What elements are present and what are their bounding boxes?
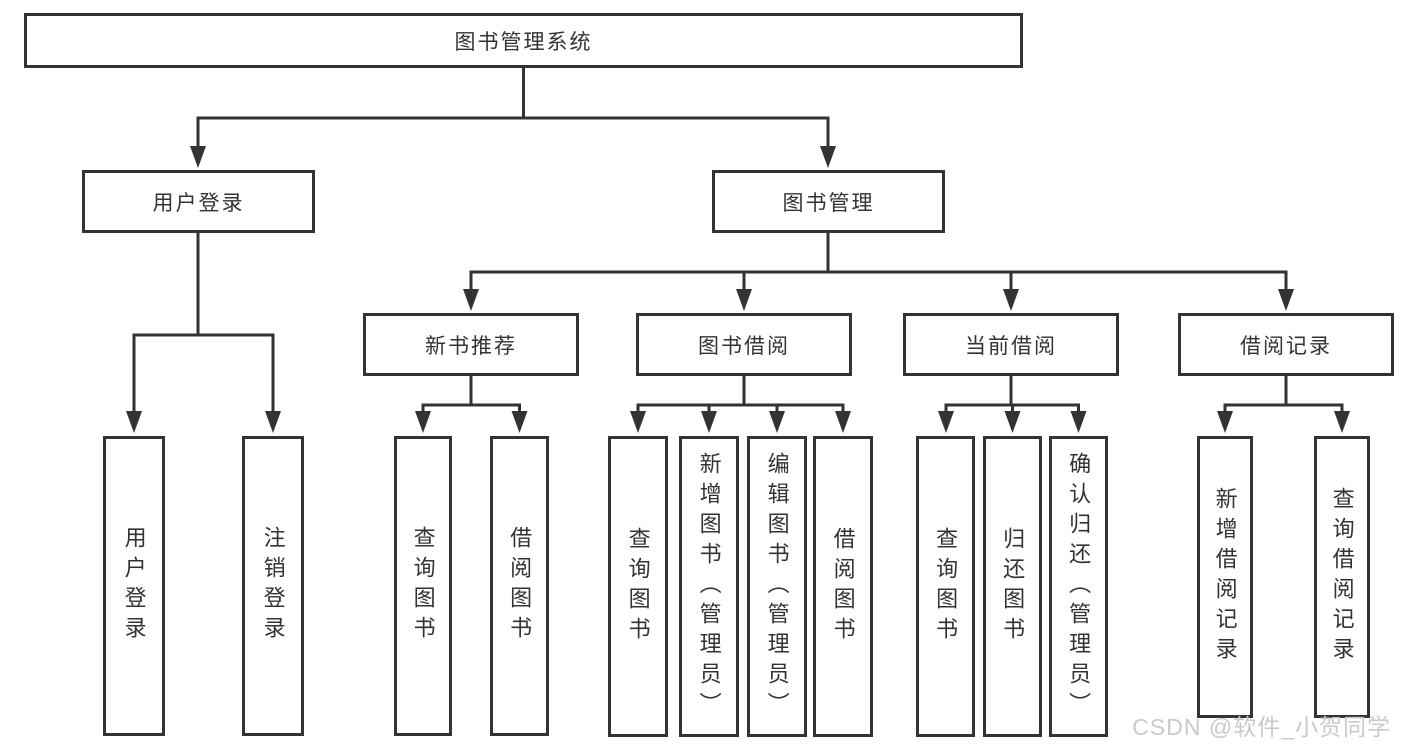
leaf-label: 新增借阅记录 [1212, 487, 1238, 667]
node-label: 图书借阅 [698, 334, 790, 358]
node-current-borrow: 当前借阅 [903, 313, 1119, 376]
leaf-add-borrow-record: 新增借阅记录 [1197, 436, 1253, 718]
leaf-add-book-admin: 新增图书（管理员） [679, 436, 739, 737]
node-label: 借阅记录 [1240, 334, 1332, 358]
leaf-label: 查询图书 [410, 526, 436, 646]
node-user-login: 用户登录 [82, 170, 315, 233]
leaf-logout: 注销登录 [242, 436, 304, 736]
leaf-borrow-books: 借阅图书 [813, 436, 873, 737]
leaf-label: 查询图书 [933, 526, 959, 647]
leaf-query-books-current: 查询图书 [916, 436, 975, 737]
leaf-borrow-books-recommend: 借阅图书 [490, 436, 549, 736]
leaf-return-book: 归还图书 [983, 436, 1042, 737]
leaf-query-books-borrow: 查询图书 [608, 436, 668, 737]
node-book-borrow: 图书借阅 [636, 313, 852, 376]
node-label: 图书管理系统 [454, 30, 593, 54]
node-book-management: 图书管理 [712, 170, 945, 233]
node-label: 当前借阅 [965, 334, 1057, 358]
leaf-user-login: 用户登录 [103, 436, 165, 736]
leaf-label: 编辑图书（管理员） [764, 451, 790, 722]
csdn-watermark: CSDN @软件_小贺同学 [1132, 714, 1391, 740]
node-label: 图书管理 [782, 191, 875, 215]
node-label: 新书推荐 [425, 334, 517, 358]
node-new-book-recommend: 新书推荐 [363, 313, 579, 376]
leaf-label: 借阅图书 [507, 526, 533, 646]
leaf-label: 用户登录 [121, 526, 147, 646]
leaf-edit-book-admin: 编辑图书（管理员） [747, 436, 807, 737]
leaf-label: 注销登录 [260, 526, 286, 646]
leaf-label: 借阅图书 [830, 526, 856, 647]
leaf-query-borrow-record: 查询借阅记录 [1314, 436, 1370, 718]
leaf-label: 确认归还（管理员） [1066, 451, 1092, 722]
arrowheads [126, 146, 1350, 433]
node-borrow-records: 借阅记录 [1178, 313, 1394, 376]
leaf-label: 查询借阅记录 [1329, 487, 1355, 667]
node-library-system: 图书管理系统 [24, 13, 1023, 68]
leaf-label: 新增图书（管理员） [696, 451, 722, 722]
leaf-query-books-recommend: 查询图书 [394, 436, 452, 736]
leaf-confirm-return-admin: 确认归还（管理员） [1049, 436, 1108, 737]
leaf-label: 归还图书 [1000, 526, 1026, 647]
leaf-label: 查询图书 [625, 526, 651, 647]
node-label: 用户登录 [152, 191, 245, 215]
